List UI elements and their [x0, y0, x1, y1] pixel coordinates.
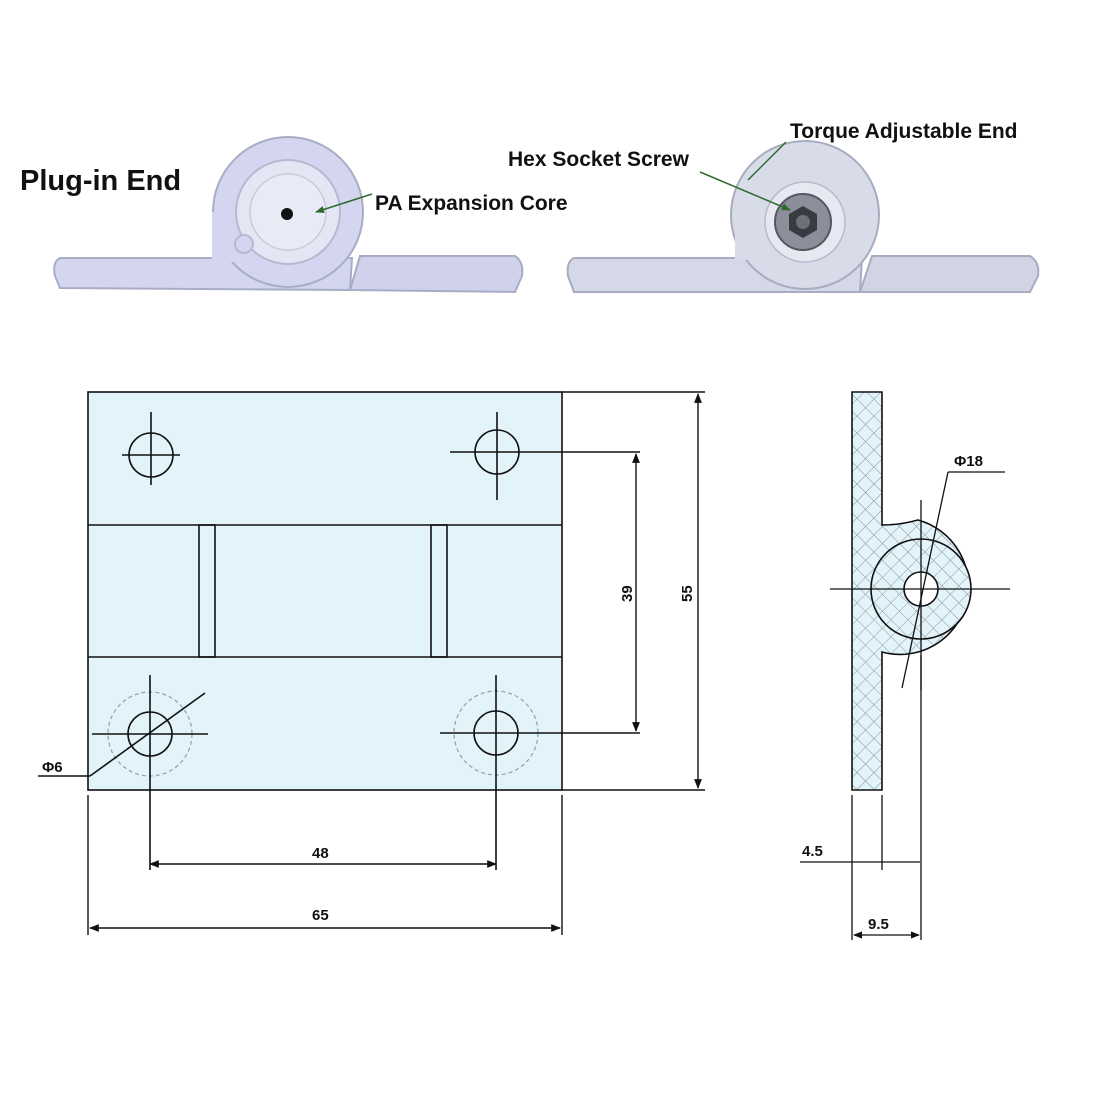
hex-socket-screw-label: Hex Socket Screw	[508, 148, 690, 171]
core-hole	[281, 208, 293, 220]
plug-in-end-photo	[53, 136, 524, 294]
hole-diameter-dim: Φ6	[42, 759, 63, 776]
front-view-drawing	[38, 391, 640, 870]
leaf-thickness-dim: 4.5	[802, 843, 823, 860]
hole-spacing-vertical-dim: 39	[619, 585, 636, 602]
knuckle-diameter-dim: Φ18	[954, 453, 983, 470]
phi18-leader	[901, 471, 949, 689]
torque-end-leader	[747, 141, 787, 181]
side-view-drawing	[800, 391, 1010, 940]
pa-core-leader	[315, 193, 373, 213]
plug-in-second-leaf	[348, 255, 524, 294]
pa-expansion-core-label: PA Expansion Core	[375, 192, 568, 215]
dim-55	[562, 391, 705, 791]
core-key-notch	[234, 234, 254, 254]
overall-width-dim: 65	[312, 907, 329, 924]
torque-adjustable-end-label: Torque Adjustable End	[790, 120, 1018, 143]
knuckle-slot-right	[430, 524, 448, 658]
leaf-outline	[87, 391, 563, 791]
plug-in-end-label: Plug-in End	[20, 165, 181, 197]
hex-screw-leader	[699, 171, 791, 211]
overall-thickness-dim: 9.5	[868, 916, 889, 933]
torque-second-leaf	[858, 255, 1040, 293]
dim-65	[87, 795, 563, 935]
hole-spacing-horizontal-dim: 48	[312, 845, 329, 862]
overall-height-dim: 55	[679, 585, 696, 602]
knuckle-slot-left	[198, 524, 216, 658]
torque-end-photo	[566, 140, 1040, 293]
phi6-leader	[89, 692, 206, 777]
